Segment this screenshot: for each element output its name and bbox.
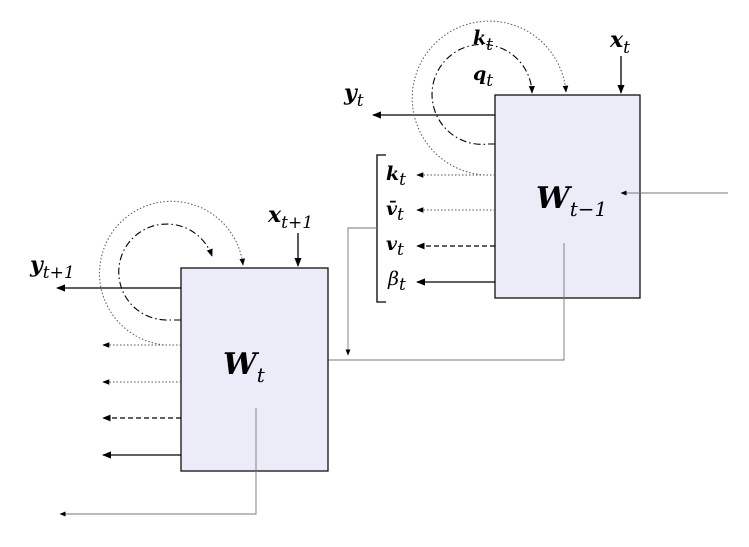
query-loop-left [118, 223, 213, 321]
weight-box-left [180, 267, 329, 472]
output-label-right: yt [343, 80, 364, 111]
side-outputs: kt v̄t vt βt [376, 154, 495, 303]
weight-transfer-arrow [289, 243, 565, 363]
query-label-right: qt [473, 63, 493, 91]
v-output-label: vt [386, 233, 404, 260]
weight-label-right: Wt−1 [536, 181, 607, 221]
key-loop-right [411, 20, 569, 176]
weight-label-left: Wt [223, 347, 266, 387]
bracket-to-left-arrow [345, 227, 377, 356]
state-transfer [289, 227, 565, 363]
output-label-left: yt+1 [29, 252, 75, 283]
key-label-right: kt [473, 27, 493, 55]
cell-right: Wt−1 xt yt kt qt [343, 20, 728, 299]
input-label-right: xt [609, 27, 630, 58]
outputs-bracket [376, 154, 386, 303]
cell-left: Wt xt+1 yt+1 [29, 200, 329, 517]
vbar-output-label: v̄t [386, 198, 404, 225]
key-output-label: kt [386, 163, 406, 190]
state-out-arrow-left [59, 408, 257, 517]
query-loop-right [431, 43, 535, 145]
weight-box-right [494, 94, 641, 299]
input-label-left: xt+1 [267, 202, 313, 233]
beta-output-label: βt [387, 268, 406, 295]
